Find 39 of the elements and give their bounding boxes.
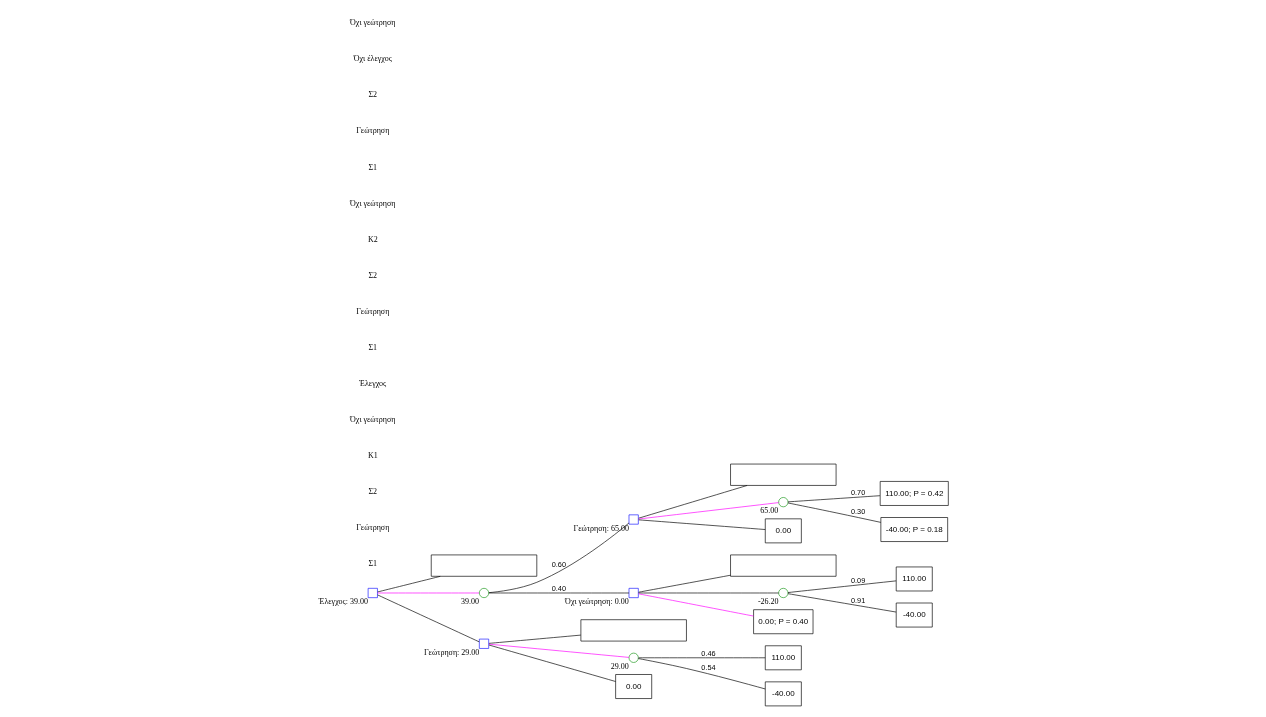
connector: [637, 519, 765, 530]
node-box: [729, 554, 836, 577]
connector: [637, 502, 779, 520]
node-box: [367, 588, 378, 598]
connector: [488, 643, 629, 658]
edge-label: 0.70: [850, 487, 865, 497]
node-circle: [478, 588, 489, 598]
node-circle: [777, 588, 788, 598]
node-box: [628, 514, 639, 525]
node-box: [478, 638, 489, 649]
edge-label: 0.09: [850, 575, 865, 585]
connector: [787, 502, 881, 523]
connector: [637, 485, 747, 519]
node-box: [430, 554, 537, 577]
connector: [488, 592, 629, 594]
connector: [488, 644, 616, 682]
edge-label: 0.46: [700, 648, 716, 658]
connector: [787, 580, 896, 593]
connector: [488, 522, 629, 593]
connector: [637, 574, 731, 593]
connector: [787, 593, 896, 613]
edge-label: 0.91: [850, 595, 865, 605]
edge-label: 0.40: [551, 583, 566, 593]
edge-label: 0.30: [850, 507, 865, 517]
node-box: [580, 619, 687, 642]
edge-label: 0.54: [700, 663, 716, 673]
node-box: [628, 588, 639, 598]
connector: [637, 593, 754, 617]
edge-label: 0.60: [551, 559, 566, 569]
connector: [787, 495, 880, 503]
node-circle: [628, 652, 639, 663]
connector: [488, 634, 581, 644]
connector: [637, 658, 765, 690]
node-box: [729, 463, 836, 486]
connector: [637, 657, 765, 659]
connector: [376, 576, 441, 593]
connector: [637, 592, 779, 594]
node-circle: [777, 497, 788, 508]
connector: [376, 594, 479, 643]
